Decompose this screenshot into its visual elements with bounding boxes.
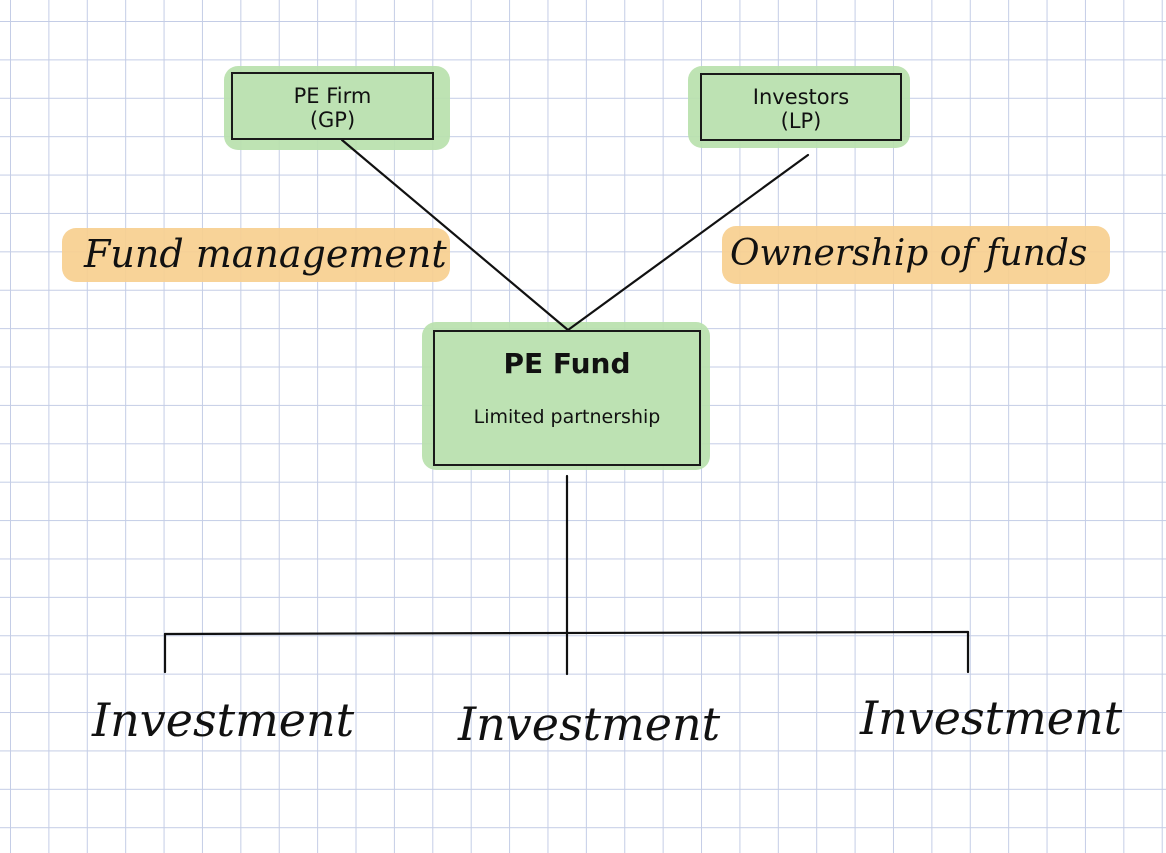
- investors-label: Investors: [752, 85, 850, 109]
- fund-management-label: Fund management: [84, 232, 447, 276]
- fund-management-highlight: [62, 228, 450, 282]
- ownership-of-funds-label: Ownership of funds: [730, 233, 1088, 274]
- investors-lp-box: Investors (LP): [700, 73, 902, 141]
- lp-label: (LP): [780, 109, 822, 133]
- investment-right-label: Investment: [860, 691, 1123, 745]
- gp-label: (GP): [309, 108, 356, 132]
- pe-fund-label: PE Fund: [503, 347, 631, 380]
- pe-firm-label: PE Firm: [293, 84, 372, 108]
- limited-partnership-label: Limited partnership: [473, 406, 661, 428]
- gp-to-fund-line: [340, 138, 570, 332]
- investment-left-label: Investment: [92, 693, 355, 747]
- investment-center-label: Investment: [458, 697, 721, 751]
- pe-firm-gp-box: PE Firm (GP): [231, 72, 434, 140]
- ownership-of-funds-highlight: [722, 226, 1110, 284]
- investment-bus-line: [163, 630, 970, 636]
- pe-fund-box: PE Fund Limited partnership: [433, 330, 701, 466]
- lp-to-fund-line: [566, 153, 810, 332]
